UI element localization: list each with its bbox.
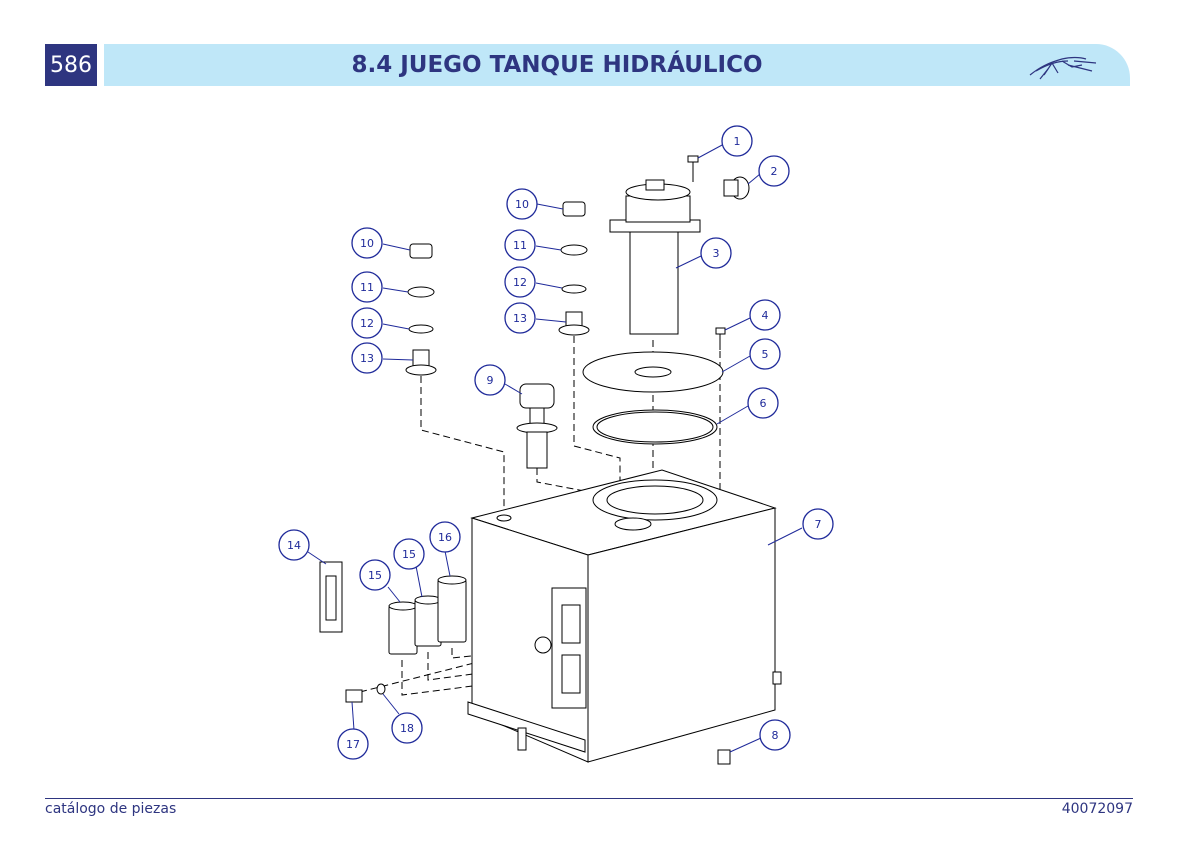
callout-9: 9 (474, 364, 506, 396)
svg-text:17: 17 (346, 738, 360, 751)
fitting-part-13-left (405, 349, 437, 376)
page-number: 586 (45, 44, 97, 86)
callout-12-left: 12 (351, 307, 383, 339)
callout-18: 18 (391, 712, 423, 744)
footer-document-number: 40072097 (1061, 801, 1133, 817)
callout-17: 17 (337, 728, 369, 760)
callout-11-right: 11 (504, 229, 536, 261)
callout-10-left: 10 (351, 227, 383, 259)
svg-text:13: 13 (360, 352, 374, 365)
filter-part-15-a (388, 601, 418, 655)
bolt-part-4 (715, 327, 726, 350)
svg-text:3: 3 (713, 247, 720, 260)
callout-10-right: 10 (506, 188, 538, 220)
svg-text:12: 12 (513, 276, 527, 289)
svg-text:14: 14 (287, 539, 301, 552)
svg-text:16: 16 (438, 531, 452, 544)
callout-15-b: 15 (393, 538, 425, 570)
gasket-part-6 (592, 409, 718, 445)
cap-part-10-right (562, 201, 586, 217)
stylized-bird-logo-icon (1029, 56, 1097, 80)
callout-2: 2 (758, 155, 790, 187)
nut-part-11-right (560, 244, 588, 256)
callout-8: 8 (759, 719, 791, 751)
washer-part-12-left (408, 324, 434, 334)
svg-text:10: 10 (515, 198, 529, 211)
bolt-part-1 (687, 155, 699, 182)
fitting-part-13-right (558, 311, 590, 336)
svg-text:7: 7 (815, 518, 822, 531)
breather-part-9 (516, 383, 558, 469)
callout-13-left: 13 (351, 342, 383, 374)
callout-5: 5 (749, 338, 781, 370)
callout-4: 4 (749, 299, 781, 331)
svg-text:4: 4 (762, 309, 769, 322)
svg-text:13: 13 (513, 312, 527, 325)
hydraulic-tank (467, 469, 782, 763)
svg-text:18: 18 (400, 722, 414, 735)
svg-text:11: 11 (360, 281, 374, 294)
svg-text:11: 11 (513, 239, 527, 252)
nut-part-11-left (407, 286, 435, 298)
leader-lines (307, 143, 803, 753)
svg-text:1: 1 (734, 135, 741, 148)
o-ring-part-18 (376, 683, 386, 695)
filter-part-15-b (414, 595, 442, 647)
svg-text:6: 6 (760, 397, 767, 410)
cap-part-10-left (409, 243, 433, 259)
svg-text:8: 8 (772, 729, 779, 742)
callout-12-right: 12 (504, 266, 536, 298)
callout-15-a: 15 (359, 559, 391, 591)
title-bar: 8.4 JUEGO TANQUE HIDRÁULICO (104, 44, 1130, 86)
washer-part-12-right (561, 284, 587, 294)
level-gauge-part-14 (319, 561, 343, 633)
fitting-part-2 (723, 176, 750, 200)
footer-divider (45, 798, 1133, 799)
callout-16: 16 (429, 521, 461, 553)
callout-3: 3 (700, 237, 732, 269)
svg-text:15: 15 (402, 548, 416, 561)
svg-text:10: 10 (360, 237, 374, 250)
svg-text:5: 5 (762, 348, 769, 361)
svg-text:12: 12 (360, 317, 374, 330)
callout-11-left: 11 (351, 271, 383, 303)
page-title: 8.4 JUEGO TANQUE HIDRÁULICO (351, 52, 763, 78)
svg-text:9: 9 (487, 374, 494, 387)
footer-catalog-label: catálogo de piezas (45, 801, 177, 817)
filter-part-16 (437, 575, 467, 643)
callout-13-right: 13 (504, 302, 536, 334)
flange-plate-part-5 (582, 351, 724, 393)
callout-1: 1 (721, 125, 753, 157)
callout-14: 14 (278, 529, 310, 561)
svg-text:2: 2 (771, 165, 778, 178)
callout-6: 6 (747, 387, 779, 419)
callout-7: 7 (802, 508, 834, 540)
drain-plug-part-8 (717, 749, 731, 765)
return-filter-part-3 (609, 179, 701, 335)
fitting-part-17 (345, 689, 363, 703)
svg-text:15: 15 (368, 569, 382, 582)
